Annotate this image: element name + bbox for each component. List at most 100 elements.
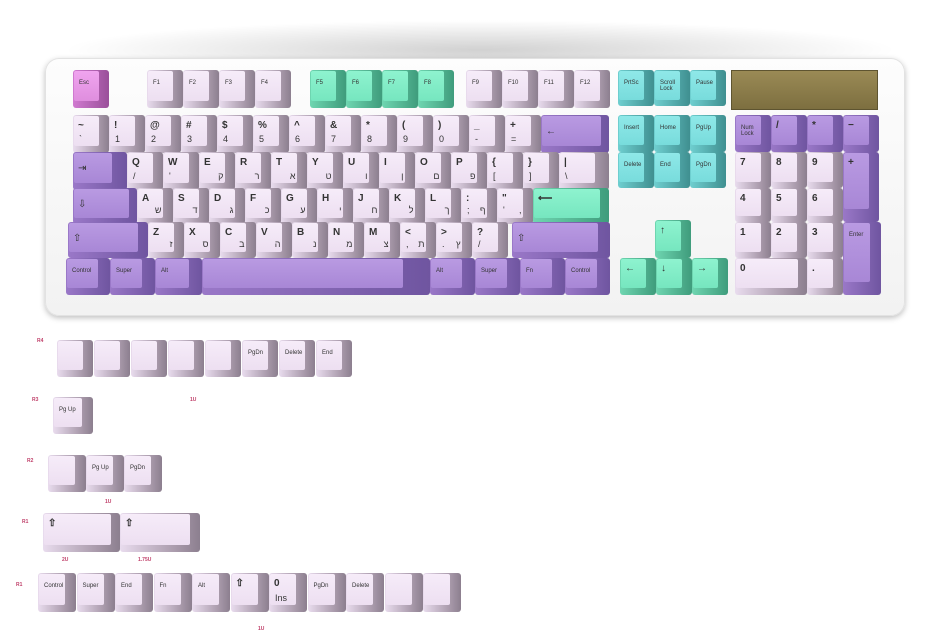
key-symbol[interactable]: }] <box>523 152 559 190</box>
key-symbol[interactable]: :;ף <box>461 188 497 224</box>
key-symbol[interactable]: + <box>843 152 879 222</box>
key-3[interactable]: 3 <box>807 222 843 258</box>
key-symbol[interactable]: #3 <box>181 115 217 153</box>
key-pgdn[interactable]: PgDn <box>124 455 162 492</box>
key-symbol[interactable]: %5 <box>253 115 289 153</box>
key-super[interactable]: Super <box>76 573 115 612</box>
key-symbol[interactable]: {[ <box>487 152 523 190</box>
key-symbol[interactable]: "', <box>497 188 533 224</box>
key-f1[interactable]: F1 <box>147 70 183 108</box>
key-end[interactable]: End <box>654 152 690 188</box>
key-symbol[interactable]: / <box>771 115 807 152</box>
key-symbol[interactable]: !1 <box>109 115 145 153</box>
key-end[interactable]: End <box>115 573 153 612</box>
key-symbol[interactable]: ^6 <box>289 115 325 153</box>
key-symbol[interactable]: )0 <box>433 115 469 153</box>
key-super[interactable]: Super <box>475 258 520 295</box>
key-alt[interactable]: Alt <box>192 573 230 612</box>
key-symbol[interactable]: ⟵ <box>533 188 609 224</box>
key-symbol[interactable]: ⇧ <box>68 222 148 258</box>
key-symbol[interactable]: ⇧ <box>512 222 610 258</box>
key-symbol[interactable]: ← <box>620 258 656 295</box>
key-f7[interactable]: F7 <box>382 70 418 108</box>
key-prtsc[interactable]: PrtSc <box>618 70 654 106</box>
key-8[interactable]: 8 <box>771 152 807 188</box>
key-pgup[interactable]: PgUp <box>690 115 726 152</box>
key-q[interactable]: Q/ <box>127 152 163 190</box>
key-w[interactable]: W' <box>163 152 199 190</box>
key-delete[interactable]: Delete <box>279 340 315 377</box>
key-symbol[interactable]: . <box>807 258 843 295</box>
key-1[interactable]: 1 <box>735 222 771 258</box>
key-symbol[interactable]: ⇧ <box>120 513 200 552</box>
key-symbol[interactable]: >.ץ <box>436 222 472 258</box>
key-blank[interactable] <box>168 340 204 377</box>
key-esc[interactable]: Esc <box>73 70 109 108</box>
key-f5[interactable]: F5 <box>310 70 346 108</box>
key-symbol[interactable]: &7 <box>325 115 361 153</box>
key-alt[interactable]: Alt <box>430 258 475 295</box>
key-blank[interactable] <box>94 340 130 377</box>
key-f12[interactable]: F12 <box>574 70 610 108</box>
key-pg-up[interactable]: Pg Up <box>53 397 93 434</box>
key-pause[interactable]: Pause <box>690 70 726 106</box>
key-symbol[interactable]: _- <box>469 115 505 153</box>
key-blank[interactable] <box>423 573 461 612</box>
key-0[interactable]: 0 <box>735 258 807 295</box>
key-pgdn[interactable]: PgDn <box>307 573 346 612</box>
key-f6[interactable]: F6 <box>346 70 382 108</box>
key-symbol[interactable]: ⇧ <box>230 573 269 612</box>
key-blank[interactable] <box>57 340 93 377</box>
key-symbol[interactable]: ← <box>541 115 609 153</box>
key-f8[interactable]: F8 <box>418 70 454 108</box>
key-control[interactable]: Control <box>565 258 610 295</box>
key-fn[interactable]: Fn <box>520 258 565 295</box>
key-symbol[interactable]: |\ <box>559 152 609 190</box>
key-f4[interactable]: F4 <box>255 70 291 108</box>
key-super[interactable]: Super <box>110 258 155 295</box>
key-control[interactable]: Control <box>38 573 76 612</box>
key-delete[interactable]: Delete <box>618 152 654 188</box>
key-symbol[interactable]: ⇧ <box>43 513 120 552</box>
key-blank[interactable] <box>205 340 241 377</box>
key-pgdn[interactable]: PgDn <box>242 340 278 377</box>
key-7[interactable]: 7 <box>735 152 771 188</box>
key-symbol[interactable]: <,ת <box>400 222 436 258</box>
key-symbol[interactable]: ⇩ <box>73 188 137 224</box>
key-f3[interactable]: F3 <box>219 70 255 108</box>
key-alt[interactable]: Alt <box>155 258 202 295</box>
key-enter[interactable]: Enter <box>843 222 881 295</box>
key-end[interactable]: End <box>316 340 352 377</box>
key-symbol[interactable]: *8 <box>361 115 397 153</box>
key-pg-up[interactable]: Pg Up <box>86 455 124 492</box>
key-blank[interactable] <box>48 455 86 492</box>
key-symbol[interactable]: ↑ <box>655 220 691 258</box>
key-symbol[interactable]: (9 <box>397 115 433 153</box>
key-f11[interactable]: F11 <box>538 70 574 108</box>
key-control[interactable]: Control <box>66 258 110 295</box>
key-f9[interactable]: F9 <box>466 70 502 108</box>
key-symbol[interactable]: ~` <box>73 115 109 153</box>
key-scroll-lock[interactable]: Scroll Lock <box>654 70 690 106</box>
key-5[interactable]: 5 <box>771 188 807 222</box>
key-insert[interactable]: Insert <box>618 115 654 152</box>
